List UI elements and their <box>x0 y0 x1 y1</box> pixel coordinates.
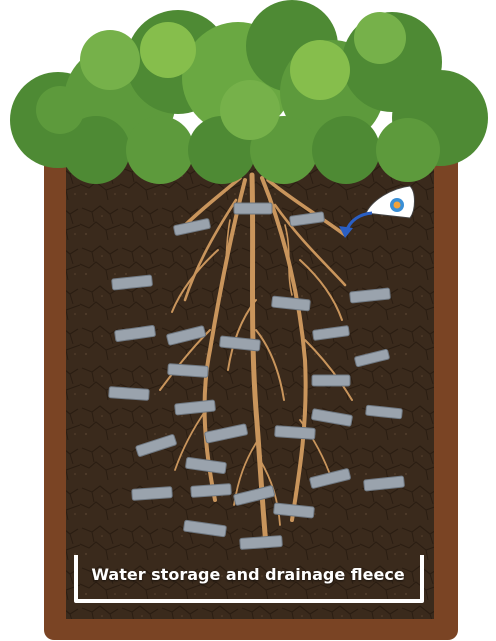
stone <box>275 426 316 440</box>
fleece-label: Water storage and drainage fleece <box>78 562 418 588</box>
stone <box>240 536 283 550</box>
stone <box>109 387 150 401</box>
stone <box>234 203 272 214</box>
plant-foliage <box>10 0 488 184</box>
stone <box>168 364 209 378</box>
stone <box>312 375 350 386</box>
stone <box>191 484 232 498</box>
stone <box>132 487 173 501</box>
